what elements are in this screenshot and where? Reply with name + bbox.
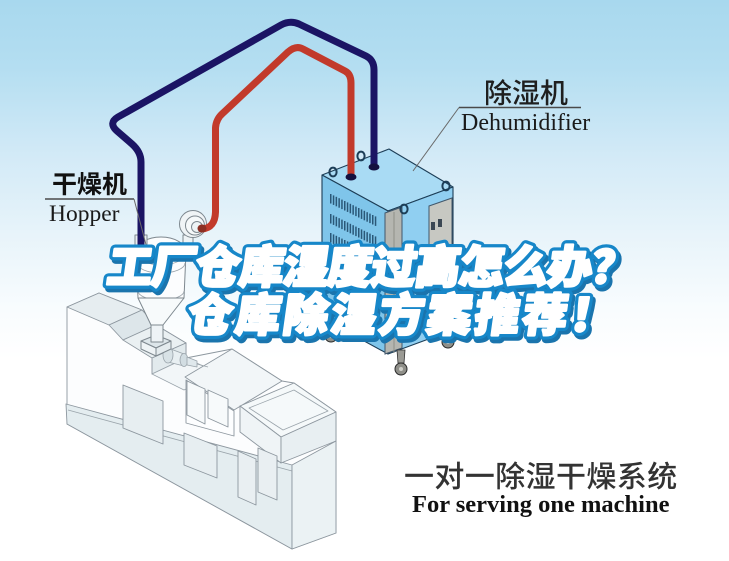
svg-text:Hopper: Hopper: [49, 201, 120, 227]
svg-text:Dehumidifier: Dehumidifier: [461, 110, 590, 136]
svg-text:For serving one machine: For serving one machine: [412, 491, 670, 518]
